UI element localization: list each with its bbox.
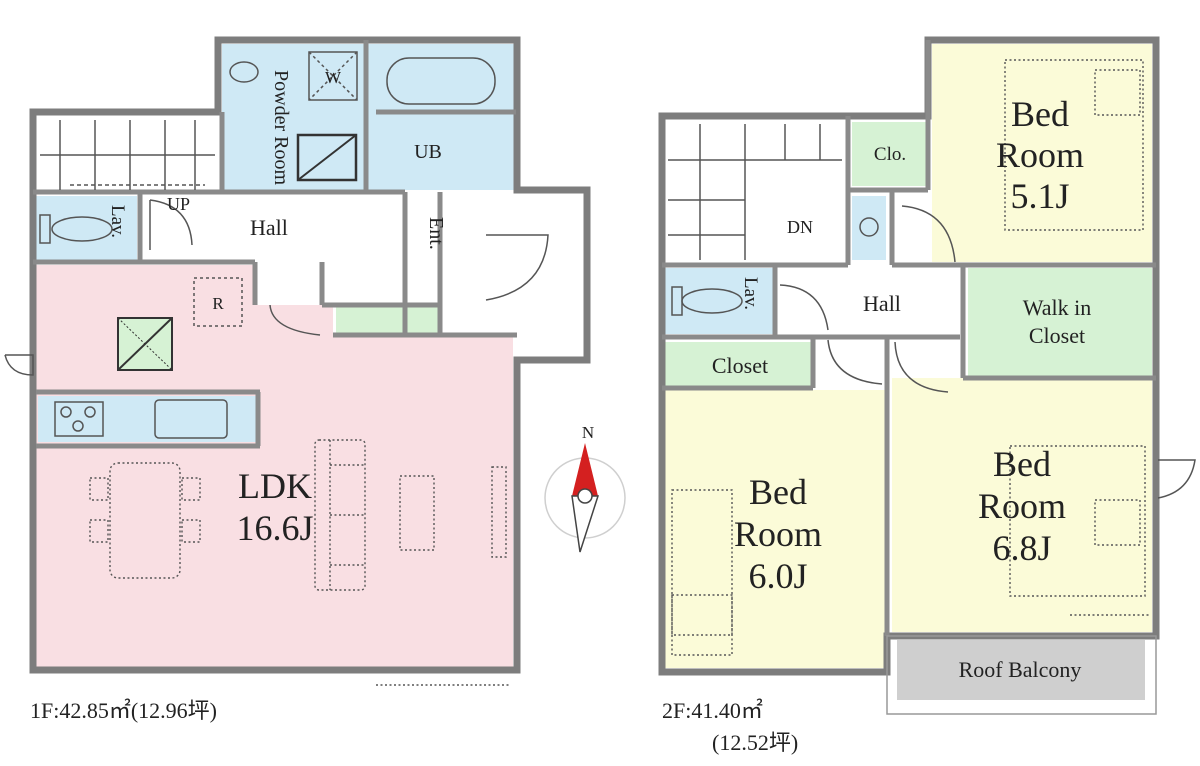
- floor-1: [4, 36, 591, 686]
- dining-table: [109, 462, 181, 579]
- label-hall-2f: Hall: [863, 291, 901, 316]
- label-ub: UB: [414, 141, 442, 163]
- tv-stand: [491, 466, 507, 558]
- stove-icon: [54, 401, 104, 437]
- label-bed2-line1: Bed: [749, 472, 807, 512]
- sofa: [314, 439, 366, 591]
- label-refrigerator: R: [212, 294, 224, 313]
- floor-2-area-line2: (12.52坪): [712, 730, 798, 755]
- label-ldk-size: 16.6J: [236, 508, 313, 548]
- label-dn: DN: [787, 217, 813, 237]
- label-bed2-line2: Room: [734, 514, 822, 554]
- label-up: UP: [167, 194, 190, 214]
- label-bed3-line1: Bed: [993, 444, 1051, 484]
- stairs-1f: [40, 120, 215, 190]
- floor-1-area: 1F:42.85㎡(12.96坪): [30, 698, 217, 723]
- compass-south-icon: [571, 495, 600, 553]
- bed-5-1j: [1004, 59, 1144, 231]
- label-lav-1f: Lav.: [107, 205, 128, 238]
- label-entrance: Ent.: [425, 217, 447, 250]
- powder-room[interactable]: [222, 44, 364, 190]
- closet-clo[interactable]: [852, 122, 928, 186]
- label-lav-2f: Lav.: [740, 277, 761, 310]
- label-bed1-line1: Bed: [1011, 94, 1069, 134]
- refrigerator-icon: [193, 277, 243, 327]
- bedroom-6-0j[interactable]: [665, 390, 887, 668]
- vanity-icon: [296, 133, 358, 182]
- closet-2f[interactable]: [665, 342, 811, 386]
- shoe-storage: [336, 303, 439, 333]
- label-bed1-line2: Room: [996, 135, 1084, 175]
- compass: [544, 443, 626, 553]
- floor-2: [658, 36, 1196, 715]
- walk-in-closet[interactable]: [968, 268, 1152, 376]
- sink-icon: [229, 61, 259, 83]
- label-walkin-line1: Walk in: [1023, 295, 1092, 320]
- storage-2f: [852, 196, 886, 260]
- kitchen-counter: [38, 396, 256, 442]
- bathtub-icon: [386, 57, 496, 105]
- floor-2-area-line1: 2F:41.40㎡: [662, 698, 763, 723]
- label-bed1-size: 5.1J: [1010, 176, 1069, 216]
- label-bed3-line2: Room: [978, 486, 1066, 526]
- bed-6-8j: [1009, 445, 1146, 597]
- compass-label-n: N: [582, 423, 594, 442]
- floor-1-outer-wall: [29, 36, 591, 674]
- label-hall-1f: Hall: [250, 215, 288, 240]
- label-washer: W: [325, 68, 342, 87]
- compass-north-icon: [572, 443, 598, 496]
- label-bed2-size: 6.0J: [748, 556, 807, 596]
- bedroom-6-8j[interactable]: [892, 378, 1152, 632]
- washer-icon: [308, 51, 358, 101]
- label-bed3-size: 6.8J: [992, 528, 1051, 568]
- bathroom-ub[interactable]: [366, 44, 516, 190]
- label-clo: Clo.: [874, 144, 906, 165]
- label-powder-room: Powder Room: [270, 70, 292, 185]
- bedroom-5-1j[interactable]: [932, 44, 1152, 262]
- label-ldk: LDK: [238, 466, 312, 506]
- bed-6-0j: [671, 489, 733, 636]
- stairs-2f: [668, 124, 842, 260]
- kitchen-sink-icon: [154, 399, 228, 439]
- toilet-icon-1f: [51, 216, 113, 242]
- label-closet-2f: Closet: [712, 353, 768, 378]
- label-walkin-line2: Closet: [1029, 323, 1085, 348]
- roof-balcony[interactable]: [897, 640, 1145, 700]
- lavatory-2f[interactable]: [665, 268, 773, 334]
- label-roof-balcony: Roof Balcony: [959, 657, 1082, 682]
